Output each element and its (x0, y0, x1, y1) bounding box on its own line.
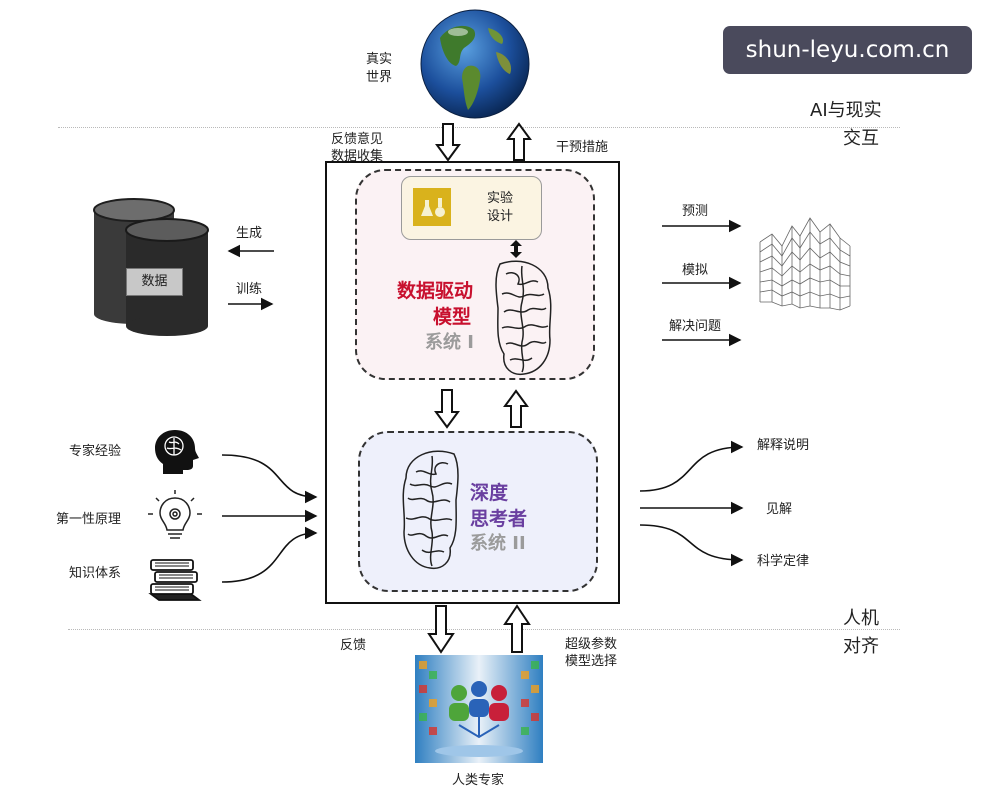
system2-title-2: 思考者 (470, 508, 528, 530)
database-label: 数据 (126, 268, 183, 296)
main-system-box (325, 161, 620, 604)
output-solve: 解决问题 (669, 319, 722, 334)
arrow-exp-brain (510, 240, 522, 258)
system1-title-2: 模型 (433, 306, 472, 328)
world-label-1: 真实 (366, 52, 393, 67)
output-explanation: 解释说明 (757, 438, 810, 453)
input-expert-experience: 专家经验 (69, 444, 122, 459)
section-label-ai-reality-2: 交互 (843, 128, 879, 149)
experiment-design-box (401, 176, 542, 240)
arrow-down-bottom (427, 605, 455, 654)
bottom-divider (68, 629, 900, 630)
output-insight: 见解 (766, 502, 793, 517)
system2-box (358, 431, 598, 592)
input-knowledge-system: 知识体系 (69, 566, 122, 581)
explanation-arrow (639, 440, 744, 492)
feedback-label-1: 反馈意见 (331, 132, 384, 147)
experiment-label-1: 实验 (487, 191, 514, 206)
feedback-label-2: 数据收集 (331, 149, 384, 164)
hyperparam-label-2: 模型选择 (565, 654, 618, 669)
experiment-label-2: 设计 (487, 209, 514, 224)
brain-icon (402, 450, 459, 570)
section-label-alignment-2: 对齐 (843, 636, 879, 657)
laws-arrow (639, 524, 744, 567)
watermark: shun-leyu.com.cn (723, 26, 972, 74)
system2-title-1: 深度 (470, 482, 509, 504)
human-experts-label: 人类专家 (452, 773, 505, 788)
human-experts-image (415, 655, 543, 763)
world-label-2: 世界 (366, 70, 393, 85)
generate-label: 生成 (236, 226, 263, 241)
lightbulb-gear-icon (148, 490, 202, 539)
arrow-down-between (434, 389, 460, 429)
intervention-label: 干预措施 (556, 140, 609, 155)
input-first-principles: 第一性原理 (56, 512, 122, 527)
system1-subtitle: 系统 I (425, 332, 474, 353)
system2-subtitle: 系统 II (470, 533, 526, 554)
lab-flask-icon (413, 188, 451, 226)
section-label-alignment-1: 人机 (843, 608, 879, 629)
section-label-ai-reality-1: AI与现实 (810, 100, 882, 121)
top-divider (58, 127, 900, 128)
output-simulate: 模拟 (682, 263, 709, 278)
head-brain-icon (155, 430, 199, 474)
hyperparam-label-1: 超级参数 (565, 637, 618, 652)
arrow-up-bottom (503, 604, 531, 653)
globe-icon (420, 9, 530, 119)
books-icon (148, 559, 202, 601)
arrow-down-feedback (435, 123, 461, 162)
system1-title-1: 数据驱动 (397, 280, 474, 302)
knowledge-input-arrow (221, 526, 318, 583)
arrow-up-between (503, 389, 529, 428)
arrow-up-intervention (506, 122, 532, 161)
output-scientific-laws: 科学定律 (757, 554, 810, 569)
expert-input-arrow (221, 454, 318, 504)
train-label: 训练 (236, 282, 263, 297)
output-predict: 预测 (682, 204, 709, 219)
brain-icon (495, 260, 552, 376)
surface-plot-icon (759, 217, 851, 311)
bottom-feedback-label: 反馈 (340, 638, 367, 653)
